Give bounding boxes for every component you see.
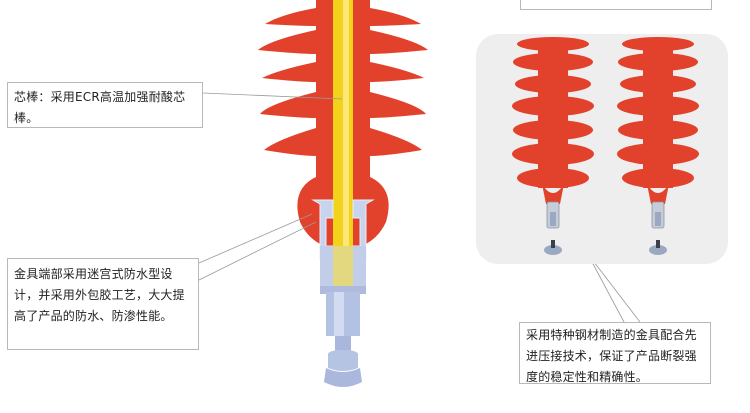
callout-core-rod: 芯棒：采用ECR高温加强耐酸芯棒。 bbox=[7, 82, 203, 128]
product-photo bbox=[476, 34, 728, 264]
callout-core-rod-text: 芯棒：采用ECR高温加强耐酸芯棒。 bbox=[14, 90, 186, 125]
top-frame bbox=[520, 0, 712, 10]
callout-steel-fitting: 采用特种钢材制造的金具配合先进压接技术，保证了产品断裂强度的稳定性和精确性。 bbox=[519, 322, 711, 384]
callout-end-fitting: 金具端部采用迷宫式防水型设计，并采用外包胶工艺，大大提高了产品的防水、防渗性能。 bbox=[7, 258, 199, 350]
leader-lines bbox=[198, 92, 641, 323]
callout-steel-fitting-text: 采用特种钢材制造的金具配合先进压接技术，保证了产品断裂强度的稳定性和精确性。 bbox=[526, 328, 697, 384]
photo-insulators bbox=[512, 37, 699, 255]
callout-end-fitting-text: 金具端部采用迷宫式防水型设计，并采用外包胶工艺，大大提高了产品的防水、防渗性能。 bbox=[14, 267, 185, 323]
end-fitting bbox=[311, 199, 375, 387]
